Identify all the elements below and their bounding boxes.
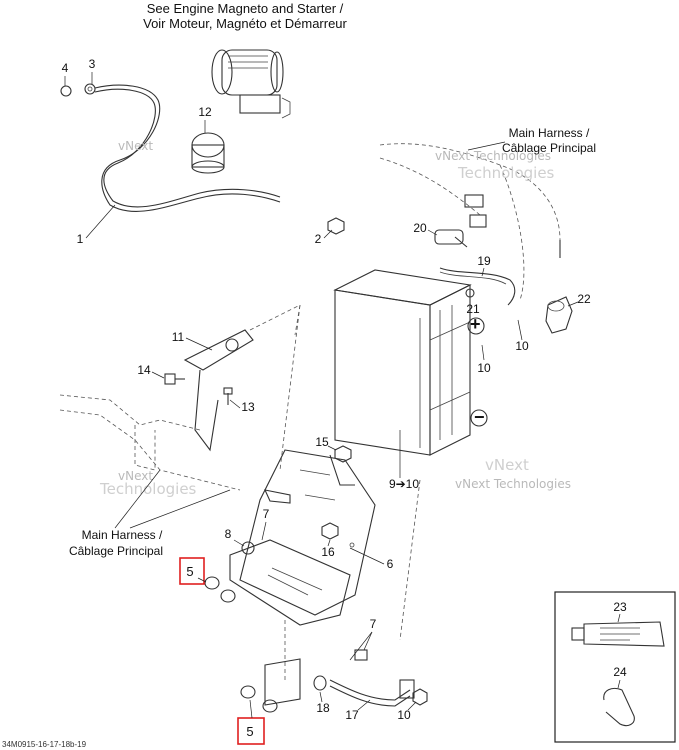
main-harness-top-line-1: Main Harness /	[509, 126, 590, 140]
callout-8: 8	[225, 527, 232, 541]
callout-4: 4	[62, 61, 69, 75]
grommets-lower-part-5	[240, 685, 278, 713]
callout-23: 23	[613, 600, 627, 614]
rubber-mount-bracket	[229, 539, 351, 626]
nut-part-10-bottom	[412, 688, 428, 706]
callout-11: 11	[172, 330, 185, 344]
battery-holder-bracket	[183, 304, 301, 452]
highlight-box-5-lower	[237, 717, 265, 745]
plate-bottom	[264, 658, 301, 706]
callout-2: 2	[315, 232, 322, 246]
watermark-brand-right: vNext	[485, 456, 529, 474]
callout-22: 22	[577, 292, 591, 306]
callout-5-upper: 5	[186, 564, 193, 579]
callout-14: 14	[137, 363, 151, 377]
terminal-clip-24	[603, 687, 635, 727]
grommet-part-8	[241, 541, 255, 555]
main-harness-top-line-2: Câblage Principal	[502, 141, 596, 155]
callout-10-battery: 10	[477, 361, 491, 375]
inset-box	[554, 591, 676, 743]
positive-terminal-symbol: +	[470, 314, 481, 334]
watermark-text-top-right: vNext Technologies	[435, 149, 551, 163]
callout-15: 15	[315, 435, 329, 449]
grommets-upper-part-5	[204, 576, 236, 603]
watermark-sub-left: Technologies	[99, 480, 197, 498]
callout-1: 1	[77, 232, 84, 246]
callout-20: 20	[413, 221, 427, 235]
callout-21: 21	[466, 302, 480, 316]
bolt-part-13	[223, 387, 233, 405]
watermark-sub-top-right: Technologies	[457, 164, 555, 182]
callout-7-upper: 7	[263, 507, 270, 521]
callout-16: 16	[321, 545, 335, 559]
header-line-1: See Engine Magneto and Starter /	[147, 1, 344, 16]
grease-tube-23	[571, 621, 665, 647]
negative-terminal-symbol: −	[474, 407, 485, 427]
washer-part-18	[313, 675, 327, 691]
nut-part-4	[60, 85, 72, 97]
starter-solenoid	[191, 132, 225, 174]
cable-part-19	[439, 267, 516, 306]
callout-3: 3	[89, 57, 96, 71]
callout-10-right: 10	[515, 339, 529, 353]
callout-6: 6	[387, 557, 394, 571]
callout-17: 17	[345, 708, 359, 722]
callout-12: 12	[198, 105, 212, 119]
main-harness-left-line-2: Câblage Principal	[69, 544, 163, 558]
main-harness-top-wiring	[379, 143, 561, 301]
battery-support-tray	[239, 449, 376, 616]
callout-13: 13	[241, 400, 255, 414]
starter-cable	[94, 84, 281, 212]
battery	[333, 269, 472, 456]
nut-part-2	[327, 217, 345, 235]
clamp-part-7	[264, 489, 291, 504]
starter-motor	[211, 49, 291, 119]
cable-part-20	[434, 229, 468, 248]
watermark-brand-top-left: vNext	[118, 139, 153, 153]
watermark-text-right: vNext Technologies	[455, 477, 571, 491]
washer-part-3	[84, 83, 96, 95]
terminal-cover-22	[545, 296, 573, 334]
callout-7-lower: 7	[370, 617, 377, 631]
watermark-brand-left: vNext	[118, 469, 153, 483]
bolt-part-7-lower	[354, 649, 368, 661]
main-harness-left-wiring	[59, 394, 241, 491]
bolt-part-16	[321, 522, 339, 540]
main-harness-left-line-1: Main Harness /	[82, 528, 163, 542]
footer-part-code: 34M0915-16-17-18b-19	[2, 740, 87, 749]
callout-18: 18	[316, 701, 330, 715]
ground-cable-part-17	[329, 679, 415, 707]
callout-24: 24	[613, 665, 627, 679]
header-line-2: Voir Moteur, Magnéto et Démarreur	[143, 16, 347, 31]
callout-5-lower: 5	[246, 724, 253, 739]
callout-9-to-10: 9➔10	[389, 477, 419, 491]
callout-19: 19	[477, 254, 491, 268]
bolt-part-14	[164, 373, 185, 385]
highlight-box-5-upper	[179, 557, 205, 585]
callout-10-bottom: 10	[397, 708, 411, 722]
